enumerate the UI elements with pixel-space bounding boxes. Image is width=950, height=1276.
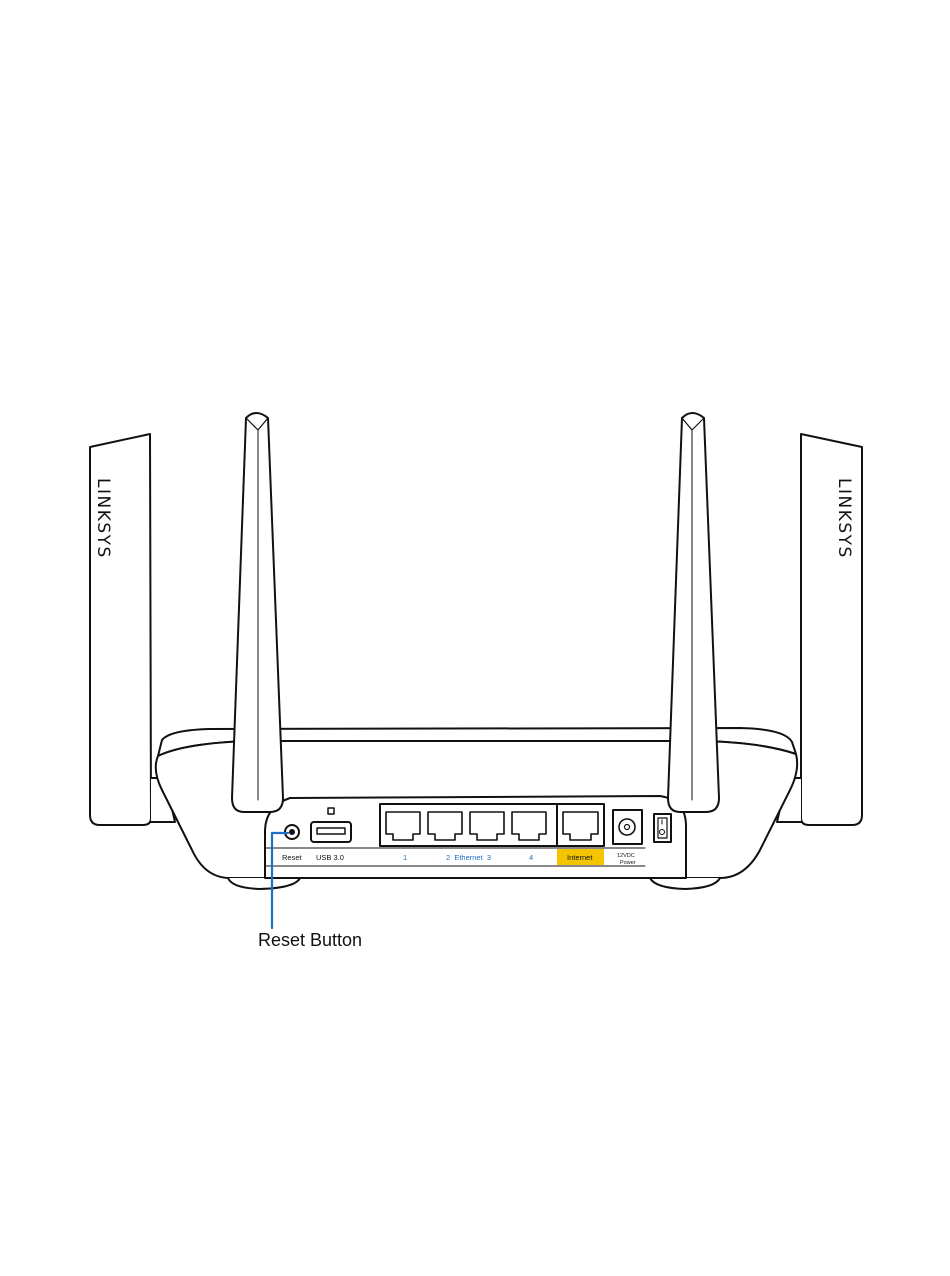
- right-foot: [650, 878, 720, 889]
- reset-button-callout: Reset Button: [258, 930, 362, 951]
- left-foot: [228, 878, 300, 889]
- label-internet: Internet: [567, 853, 593, 862]
- right-stick-antenna: [668, 413, 719, 812]
- left-stick-antenna: [232, 413, 283, 812]
- label-eth-1: 1: [403, 853, 407, 862]
- label-power-top: 12VDC: [617, 853, 635, 859]
- label-reset: Reset: [282, 853, 303, 862]
- label-power-bottom: Power: [620, 860, 636, 866]
- brand-logo-right: LINKSYS: [834, 478, 854, 559]
- brand-logo-left: LINKSYS: [93, 478, 113, 559]
- label-eth-4: 4: [529, 853, 533, 862]
- label-usb: USB 3.0: [316, 853, 344, 862]
- label-eth-mid: 2 Ethernet 3: [446, 853, 491, 862]
